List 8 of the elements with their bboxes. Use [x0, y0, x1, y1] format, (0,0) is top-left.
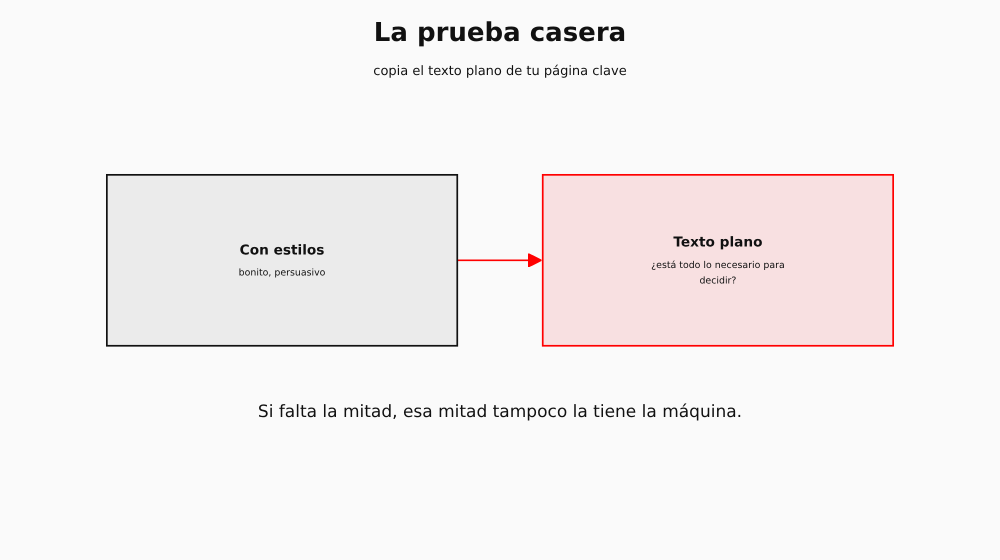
node-heading: Texto plano [672, 232, 764, 252]
node-heading: Con estilos [238, 240, 326, 260]
subtitle-text: copia el texto plano de tu página clave [373, 64, 627, 79]
diagram-title: La prueba casera [374, 18, 626, 48]
node-text: ¿está todo lo necesario para decidir? [650, 258, 786, 288]
node-text: bonito, persuasivo [238, 266, 326, 280]
arrow [457, 252, 542, 268]
caption-text: Si falta la mitad, esa mitad tampoco la tiene la máquina. [258, 402, 742, 422]
